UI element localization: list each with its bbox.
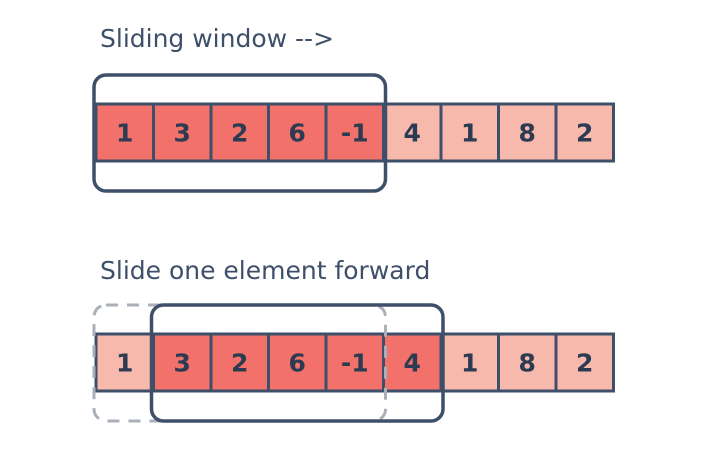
array-cell-value: 2 xyxy=(231,119,248,148)
array-cell-value: 8 xyxy=(519,119,536,148)
array-cell xyxy=(324,102,385,163)
array-cell-value: 3 xyxy=(174,119,191,148)
heading-sliding-window: Sliding window --> xyxy=(100,24,334,53)
array-cell-value: 6 xyxy=(289,349,306,378)
array-cell-value: 2 xyxy=(231,349,248,378)
array-cell-value: 1 xyxy=(116,349,133,378)
array-cell xyxy=(209,332,270,393)
array-cell-value: 6 xyxy=(289,119,306,148)
array-cell-value: 1 xyxy=(461,349,478,378)
array-cell-value: -1 xyxy=(341,349,369,378)
array-cell xyxy=(94,332,155,393)
sliding-window-frame xyxy=(149,303,445,423)
array-cell xyxy=(152,332,213,393)
array-cell xyxy=(554,102,615,163)
sliding-window-frame xyxy=(92,73,388,193)
array-cell-value: 2 xyxy=(576,349,593,378)
array-cell-value: -1 xyxy=(341,119,369,148)
array-cell-value: 4 xyxy=(404,119,421,148)
array-cell-value: 2 xyxy=(576,119,593,148)
array-cell xyxy=(209,102,270,163)
array-cell xyxy=(439,102,500,163)
array-cell xyxy=(94,102,155,163)
array-cell xyxy=(554,332,615,393)
array-cell-value: 1 xyxy=(116,119,133,148)
array-cell xyxy=(497,332,558,393)
array-cell xyxy=(267,332,328,393)
heading-slide-forward: Slide one element forward xyxy=(100,256,430,285)
array-row-top: 1 3 2 6 -1 4 1 8 2 xyxy=(92,73,615,193)
array-cell xyxy=(439,332,500,393)
array-cell-value: 3 xyxy=(174,349,191,378)
array-cell-value: 4 xyxy=(404,349,421,378)
array-cell xyxy=(152,102,213,163)
array-cell xyxy=(497,102,558,163)
array-cell-value: 8 xyxy=(519,349,536,378)
array-cell-value: 1 xyxy=(461,119,478,148)
array-row-bottom: 1 3 2 6 -1 4 1 8 2 xyxy=(92,303,615,423)
